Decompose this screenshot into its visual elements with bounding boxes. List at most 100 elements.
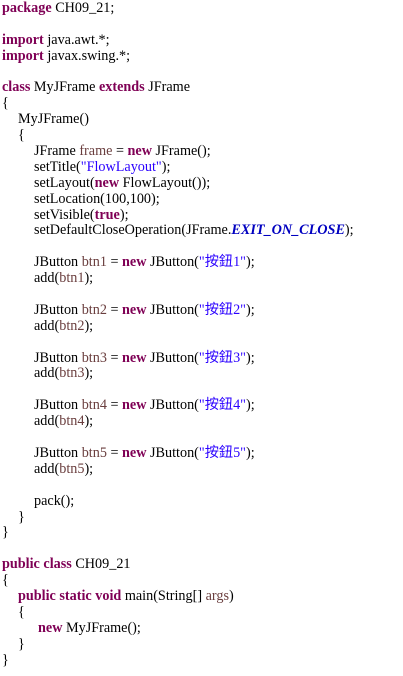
code-line: JButton btn3 = new JButton("按鈕3");	[2, 349, 402, 367]
code-line: JButton btn2 = new JButton("按鈕2");	[2, 301, 402, 319]
code-line: add(btn4);	[2, 413, 402, 430]
code-token: );	[245, 254, 255, 271]
code-token: );	[245, 397, 255, 414]
keyword-token: extends	[98, 79, 145, 96]
code-token: {	[2, 95, 9, 112]
code-token: }	[18, 635, 25, 652]
code-token: )	[229, 587, 234, 604]
code-line	[2, 335, 402, 351]
constant-token: EXIT_ON_CLOSE	[231, 222, 345, 239]
code-token: JButton(	[146, 349, 199, 366]
keyword-token: true	[94, 206, 120, 223]
code-line: public static void main(String[] args)	[2, 587, 402, 605]
variable-token: btn1	[59, 270, 85, 287]
code-token: JButton(	[146, 444, 199, 461]
code-token: =	[106, 301, 123, 318]
keyword-token: new	[127, 143, 152, 160]
variable-token: btn3	[81, 349, 107, 366]
string-token: "FlowLayout"	[80, 158, 162, 175]
string-token: "按鈕5"	[198, 444, 246, 461]
code-line: JButton btn4 = new JButton("按鈕4");	[2, 397, 402, 414]
variable-token: btn4	[59, 413, 85, 430]
code-token: setTitle(	[34, 158, 81, 175]
code-line	[2, 17, 402, 33]
code-token: JButton	[34, 254, 82, 271]
code-token: =	[106, 254, 123, 271]
keyword-token: import	[2, 31, 44, 48]
code-token: add(	[34, 317, 60, 334]
variable-token: btn5	[81, 444, 107, 461]
keyword-token: import	[2, 47, 44, 64]
keyword-token: void	[95, 587, 122, 604]
string-token: "按鈕1"	[198, 254, 246, 271]
code-line: add(btn1);	[2, 270, 402, 287]
keyword-token: new	[94, 174, 120, 191]
variable-token: btn5	[59, 460, 85, 477]
code-token: =	[112, 143, 128, 160]
code-token: );	[245, 301, 255, 318]
code-token: );	[84, 317, 94, 334]
code-token: {	[2, 572, 9, 589]
variable-token: btn3	[59, 365, 85, 382]
code-token: MyJFrame()	[18, 111, 89, 128]
code-line: package CH09_21;	[2, 0, 402, 17]
code-token: );	[245, 349, 255, 366]
code-token: JButton	[34, 301, 82, 318]
code-line: }	[2, 635, 402, 653]
variable-token: btn1	[81, 254, 107, 271]
code-line: setVisible(true);	[2, 206, 402, 224]
code-line: {	[2, 572, 402, 589]
code-line: {	[2, 95, 402, 112]
code-token: CH09_21;	[51, 0, 115, 16]
keyword-token: new	[122, 444, 147, 461]
code-token: javax.swing.*;	[43, 47, 131, 64]
code-token: JFrame	[34, 143, 80, 160]
code-token: {	[18, 603, 25, 620]
code-token: add(	[34, 270, 60, 287]
code-token: );	[84, 365, 94, 382]
code-line: JButton btn5 = new JButton("按鈕5");	[2, 444, 402, 462]
variable-token: frame	[79, 143, 113, 160]
code-token: );	[344, 222, 354, 239]
code-line: {	[2, 127, 402, 144]
keyword-token: new	[122, 301, 147, 318]
code-token: add(	[34, 460, 60, 477]
code-token: JFrame	[144, 79, 190, 96]
variable-token: args	[205, 587, 230, 604]
code-token: JButton(	[146, 254, 199, 271]
code-token: JButton	[34, 349, 82, 366]
code-line: add(btn2);	[2, 317, 402, 335]
keyword-token: package	[2, 0, 52, 16]
keyword-token: public	[18, 587, 56, 604]
code-line	[2, 239, 402, 255]
keyword-token: new	[38, 619, 63, 636]
code-token: =	[106, 444, 123, 461]
code-token: MyJFrame();	[62, 619, 141, 636]
keyword-token: new	[122, 397, 147, 414]
code-token: {	[18, 127, 25, 144]
code-token: }	[2, 524, 9, 541]
code-token: setDefaultCloseOperation(JFrame.	[34, 222, 232, 239]
code-line	[2, 430, 402, 446]
code-token: setLayout(	[34, 174, 95, 191]
code-line: }	[2, 509, 402, 526]
code-token: FlowLayout());	[119, 174, 211, 191]
code-line: MyJFrame()	[2, 111, 402, 128]
code-line	[2, 541, 402, 557]
code-token: =	[106, 397, 123, 414]
code-token: JButton(	[146, 301, 199, 318]
code-token: java.awt.*;	[43, 31, 110, 48]
code-line: new MyJFrame();	[2, 619, 402, 637]
variable-token: btn2	[59, 317, 85, 334]
code-token: }	[2, 651, 9, 668]
code-token: );	[119, 206, 129, 223]
code-token: );	[84, 460, 94, 477]
string-token: "按鈕2"	[198, 301, 246, 318]
variable-token: btn4	[81, 397, 107, 414]
code-line: JButton btn1 = new JButton("按鈕1");	[2, 254, 402, 271]
code-token: main(String[]	[121, 587, 206, 604]
code-line: setDefaultCloseOperation(JFrame.EXIT_ON_…	[2, 223, 402, 239]
keyword-token: public	[2, 556, 40, 573]
code-line: import java.awt.*;	[2, 31, 402, 49]
